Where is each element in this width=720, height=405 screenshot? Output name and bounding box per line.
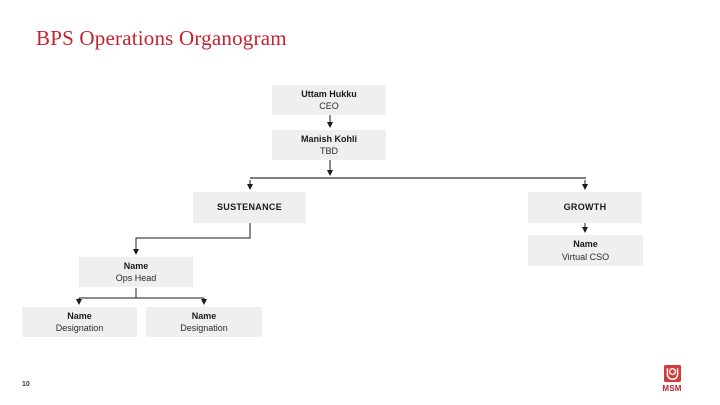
node-role: CEO: [319, 101, 339, 111]
org-node-deputy: Manish Kohli TBD: [272, 130, 386, 160]
org-node-designation-1: Name Designation: [22, 307, 137, 337]
node-label: GROWTH: [563, 202, 607, 213]
msm-crest-icon: [663, 365, 681, 382]
org-node-sustenance: SUSTENANCE: [193, 192, 306, 223]
node-name: Name: [191, 310, 217, 321]
node-name: Manish Kohli: [301, 133, 357, 144]
org-node-designation-2: Name Designation: [146, 307, 262, 337]
msm-logo: MSM: [658, 365, 686, 393]
msm-logo-text: MSM: [662, 384, 682, 393]
node-role: Designation: [180, 323, 228, 333]
node-role: Ops Head: [115, 273, 157, 283]
page-title: BPS Operations Organogram: [36, 26, 287, 50]
org-node-ops-head: Name Ops Head: [79, 257, 193, 287]
org-node-ceo: Uttam Hukku CEO: [272, 85, 386, 115]
node-name: Uttam Hukku: [301, 88, 357, 99]
org-node-growth: GROWTH: [528, 192, 642, 223]
node-name: Name: [67, 310, 92, 321]
node-name: Name: [573, 239, 598, 250]
node-label: SUSTENANCE: [216, 202, 282, 213]
node-role: TBD: [320, 146, 338, 156]
page-number: 10: [22, 381, 30, 388]
node-role: Virtual CSO: [561, 251, 610, 262]
org-node-virtual-cso: Name Virtual CSO: [528, 235, 643, 266]
node-role: Designation: [55, 323, 104, 333]
node-name: Name: [123, 260, 149, 271]
